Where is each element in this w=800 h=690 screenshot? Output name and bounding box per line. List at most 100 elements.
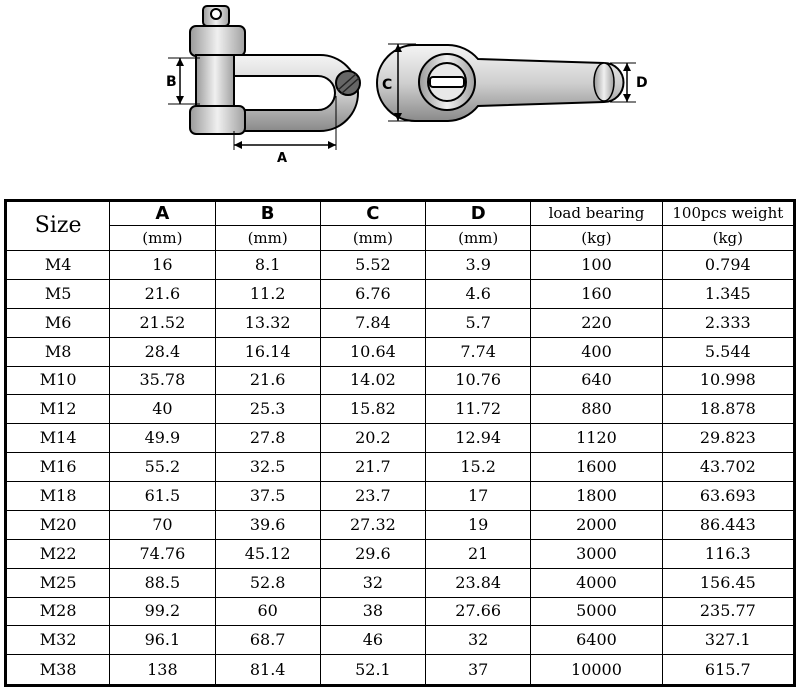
d-cell: 15.2 [425,452,532,482]
weight-cell: 2.333 [661,307,796,338]
a-cell: 21.52 [109,307,216,338]
weight-cell: 0.794 [661,250,796,280]
b-cell: 37.5 [214,481,321,511]
unit-d: (mm) [425,225,532,251]
specification-table: Size A B C D load bearing 100pcs weight … [4,199,796,687]
b-cell: 16.14 [214,336,321,367]
unit-weight: (kg) [661,225,796,251]
a-cell: 88.5 [109,567,216,598]
unit-b: (mm) [214,225,321,251]
a-cell: 96.1 [109,625,216,656]
a-cell: 28.4 [109,336,216,367]
b-cell: 68.7 [214,625,321,656]
load-bearing-cell: 1600 [530,452,663,482]
d-cell: 37 [425,654,532,686]
a-cell: 35.78 [109,365,216,396]
size-header: Size [4,200,111,251]
column-header-c: C [319,200,427,226]
d-cell: 7.74 [425,336,532,367]
load-bearing-cell: 220 [530,307,663,338]
d-cell: 27.66 [425,596,532,627]
column-header-load-bearing: load bearing [530,200,663,226]
b-cell: 45.12 [214,538,321,569]
weight-cell: 29.823 [661,423,796,454]
weight-cell: 18.878 [661,394,796,425]
a-cell: 99.2 [109,596,216,627]
d-cell: 12.94 [425,423,532,454]
unit-load-bearing: (kg) [530,225,663,251]
weight-cell: 1.345 [661,278,796,309]
a-cell: 40 [109,394,216,425]
load-bearing-cell: 100 [530,250,663,280]
d-cell: 3.9 [425,250,532,280]
c-cell: 21.7 [319,452,427,482]
load-bearing-cell: 1800 [530,481,663,511]
d-cell: 17 [425,481,532,511]
a-cell: 55.2 [109,452,216,482]
c-cell: 14.02 [319,365,427,396]
header-row-units: (mm) (mm) (mm) (mm) (kg) (kg) [6,225,796,251]
c-cell: 29.6 [319,538,427,569]
weight-cell: 63.693 [661,481,796,511]
size-cell: M12 [4,394,111,425]
load-bearing-cell: 5000 [530,596,663,627]
b-cell: 27.8 [214,423,321,454]
d-cell: 11.72 [425,394,532,425]
b-cell: 60 [214,596,321,627]
dimension-label-d: D [636,75,648,91]
c-cell: 27.32 [319,509,427,540]
d-cell: 21 [425,538,532,569]
d-cell: 4.6 [425,278,532,309]
column-header-b: B [214,200,321,226]
size-cell: M6 [4,307,111,338]
weight-cell: 5.544 [661,336,796,367]
c-cell: 52.1 [319,654,427,686]
a-cell: 21.6 [109,278,216,309]
weight-cell: 43.702 [661,452,796,482]
load-bearing-cell: 640 [530,365,663,396]
header-row-names: Size A B C D load bearing 100pcs weight [4,200,796,251]
b-cell: 32.5 [214,452,321,482]
size-cell: M38 [4,654,111,686]
b-cell: 13.32 [214,307,321,338]
shackle-diagram: B A C D [0,0,800,195]
a-cell: 70 [109,509,216,540]
d-cell: 23.84 [425,567,532,598]
a-cell: 16 [109,250,216,280]
load-bearing-cell: 400 [530,336,663,367]
b-cell: 52.8 [214,567,321,598]
c-cell: 10.64 [319,336,427,367]
d-cell: 32 [425,625,532,656]
column-header-d: D [425,200,532,226]
weight-cell: 327.1 [661,625,796,656]
size-cell: M18 [4,481,111,511]
size-cell: M8 [4,336,111,367]
shackle-drawing: B A C D [166,5,648,166]
size-cell: M32 [4,625,111,656]
size-cell: M14 [4,423,111,454]
c-cell: 32 [319,567,427,598]
size-cell: M5 [4,278,111,309]
c-cell: 5.52 [319,250,427,280]
load-bearing-cell: 3000 [530,538,663,569]
b-cell: 21.6 [214,365,321,396]
load-bearing-cell: 880 [530,394,663,425]
column-header-a: A [109,200,216,226]
dimension-label-a: A [277,151,287,166]
column-header-weight: 100pcs weight [661,200,796,226]
load-bearing-cell: 1120 [530,423,663,454]
shackle-top-view [376,43,636,122]
weight-cell: 10.998 [661,365,796,396]
